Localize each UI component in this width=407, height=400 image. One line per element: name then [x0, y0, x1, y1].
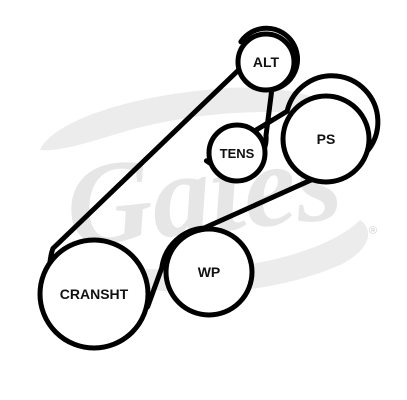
pulley-wp-circle: [163, 226, 255, 318]
pulley-wp: WP: [163, 226, 255, 318]
watermark-registered-mark: ®: [369, 225, 377, 237]
watermark-swoosh-top: [40, 87, 337, 151]
pulley-cransht-circle: [37, 237, 151, 351]
pulley-wp-label: WP: [198, 264, 221, 280]
pulley-alt-circle: [235, 31, 297, 93]
pulley-ps: PS: [280, 93, 372, 185]
pulley-ps-label: PS: [317, 131, 336, 147]
pulley-ps-circle: [280, 93, 372, 185]
pulley-cransht-label: CRANSHT: [60, 286, 129, 302]
pulley-cransht: CRANSHT: [37, 237, 151, 351]
pulley-alt: ALT: [235, 31, 297, 93]
pulley-alt-label: ALT: [253, 54, 280, 70]
pulley-tens-circle: [206, 122, 268, 184]
pulley-tens-label: TENS: [220, 146, 255, 161]
pulley-tens: TENS: [206, 122, 268, 184]
